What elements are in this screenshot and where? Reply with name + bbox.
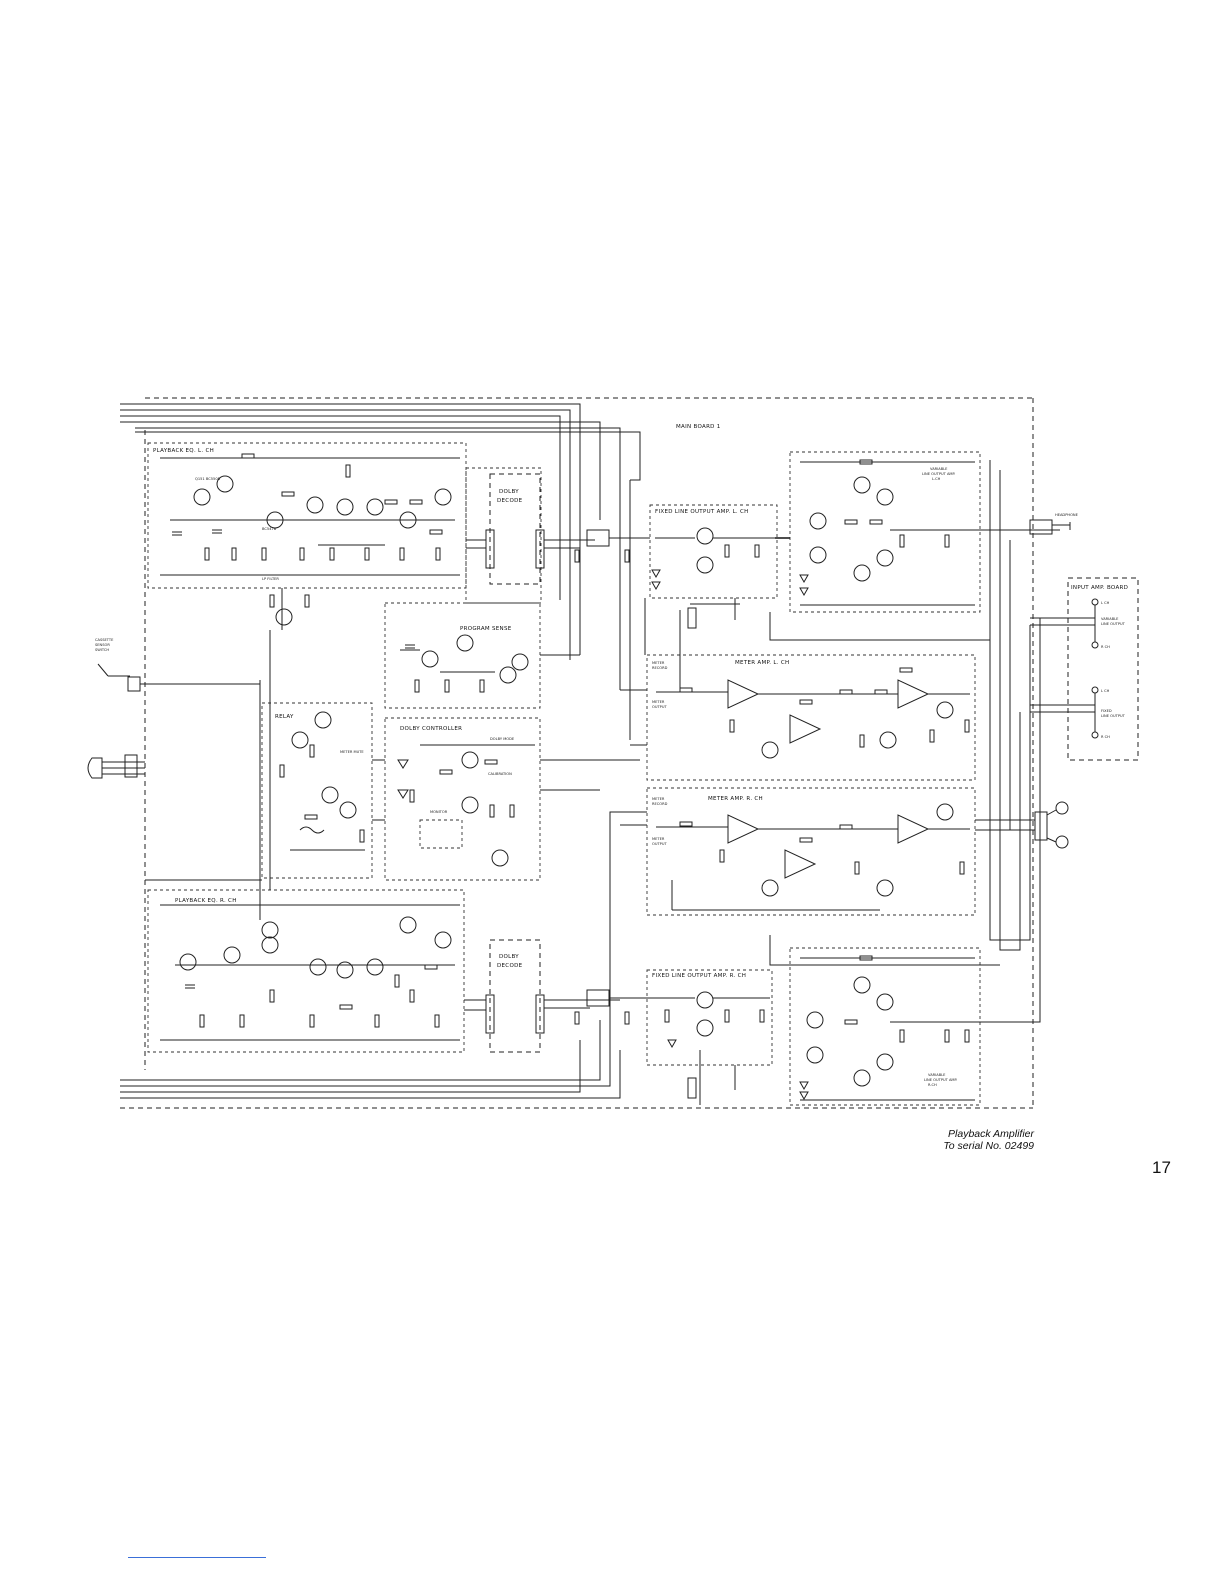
svg-text:DOLBY MODE: DOLBY MODE xyxy=(490,737,515,741)
dolby-decode-top-line1: DOLBY xyxy=(499,489,519,495)
headphone-jack xyxy=(1029,519,1071,535)
input-amp-board-jacks xyxy=(1030,598,1099,739)
playback-eq-l-circuit xyxy=(160,453,460,576)
variable-line-output-l-line1: VARIABLE xyxy=(930,467,948,471)
variable-line-output-l-box xyxy=(789,451,981,613)
playback-eq-r-circuit xyxy=(160,904,460,1041)
svg-text:METER: METER xyxy=(652,837,665,841)
svg-text:CASSETTE: CASSETTE xyxy=(95,638,114,642)
variable-line-output-l-circuit xyxy=(799,459,1060,606)
program-sense-title: PROGRAM SENSE xyxy=(460,626,512,632)
cassette-sensor-switch xyxy=(97,663,260,692)
caption-line-1: Playback Amplifier xyxy=(948,1128,1034,1140)
program-sense-box xyxy=(384,602,541,709)
bottom-bus-lines xyxy=(120,990,621,1099)
svg-text:SENSOR: SENSOR xyxy=(95,643,110,647)
source-switches xyxy=(574,529,650,1025)
svg-text:VARIABLE: VARIABLE xyxy=(1101,617,1119,621)
relay-box xyxy=(261,702,373,879)
svg-text:CALIBRATION: CALIBRATION xyxy=(488,772,512,776)
main-board-frame xyxy=(120,397,1034,1109)
top-bus-lines xyxy=(120,403,641,690)
fixed-line-output-l-title: FIXED LINE OUTPUT AMP. L. CH xyxy=(655,509,749,515)
svg-text:OUTPUT: OUTPUT xyxy=(652,842,667,846)
svg-text:R CH: R CH xyxy=(1101,735,1110,739)
svg-text:Q151 BC550B: Q151 BC550B xyxy=(195,477,221,481)
svg-text:L CH: L CH xyxy=(1101,601,1110,605)
playback-eq-l-box xyxy=(147,442,467,589)
svg-text:HEADPHONE: HEADPHONE xyxy=(1055,513,1079,517)
fixed-line-output-l-box xyxy=(649,504,778,599)
input-amp-board-box xyxy=(1067,577,1139,761)
meter-amp-l-title: METER AMP. L. CH xyxy=(735,660,789,666)
relay-title: RELAY xyxy=(275,714,294,720)
dolby-decode-bottom-pins xyxy=(464,994,620,1034)
fixed-line-output-r-box xyxy=(646,969,773,1066)
variable-line-output-r-line2: LINE OUTPUT AMP. xyxy=(924,1078,958,1082)
input-amp-board-title: INPUT AMP. BOARD xyxy=(1071,585,1128,591)
svg-text:RECORD: RECORD xyxy=(652,802,668,806)
variable-line-output-r-line1: VARIABLE xyxy=(928,1073,946,1077)
relay-circuit xyxy=(279,711,365,851)
meter-amp-r-title: METER AMP. R. CH xyxy=(708,796,763,802)
svg-text:METER MUTE: METER MUTE xyxy=(340,750,364,754)
meter-connector xyxy=(975,801,1069,849)
variable-line-output-r-circuit xyxy=(799,955,980,1101)
meter-amp-l-box xyxy=(646,654,976,781)
dolby-decode-bottom-line2: DECODE xyxy=(497,963,523,969)
svg-text:LINE OUTPUT: LINE OUTPUT xyxy=(1101,714,1126,718)
dolby-controller-title: DOLBY CONTROLLER xyxy=(400,726,462,732)
svg-text:METER: METER xyxy=(652,700,665,704)
page-number: 17 xyxy=(1152,1158,1171,1177)
lp-filter-stage xyxy=(269,588,310,630)
svg-text:L CH: L CH xyxy=(1101,689,1110,693)
dolby-controller-box xyxy=(384,717,541,881)
fixed-line-output-r-circuit xyxy=(650,991,770,1099)
dolby-decode-top-line2: DECODE xyxy=(497,498,523,504)
playback-eq-r-box xyxy=(147,889,465,1053)
svg-text:MONITOR: MONITOR xyxy=(430,810,448,814)
svg-text:BC547B: BC547B xyxy=(262,527,277,531)
svg-text:RECORD: RECORD xyxy=(652,666,668,670)
fixed-line-output-r-title: FIXED LINE OUTPUT AMP. R. CH xyxy=(652,973,746,979)
program-sense-circuit xyxy=(400,634,529,693)
svg-text:LP FILTER: LP FILTER xyxy=(262,577,279,581)
variable-line-output-l-line3: L.CH xyxy=(932,477,941,481)
dolby-decode-bottom-line1: DOLBY xyxy=(499,954,519,960)
svg-text:R CH: R CH xyxy=(1101,645,1110,649)
playback-eq-l-title: PLAYBACK EQ. L. CH xyxy=(153,448,214,454)
svg-text:FIXED: FIXED xyxy=(1101,709,1112,713)
left-connector xyxy=(87,754,145,779)
meter-amp-r-circuit xyxy=(656,803,970,911)
svg-text:SWITCH: SWITCH xyxy=(95,648,109,652)
meter-amp-l-circuit xyxy=(656,667,970,759)
dolby-controller-circuit xyxy=(397,744,535,867)
interconnect-wires xyxy=(145,460,1041,1105)
fixed-line-output-l-circuit xyxy=(651,527,775,629)
svg-text:OUTPUT: OUTPUT xyxy=(652,705,667,709)
caption-line-2: To serial No. 02499 xyxy=(943,1140,1034,1152)
meter-amp-r-box xyxy=(646,787,976,916)
footer-rule xyxy=(128,1557,266,1558)
svg-text:METER: METER xyxy=(652,661,665,665)
dolby-decode-top-box xyxy=(489,473,541,585)
svg-text:LINE OUTPUT: LINE OUTPUT xyxy=(1101,622,1126,626)
playback-eq-r-title: PLAYBACK EQ. R. CH xyxy=(175,898,237,904)
variable-line-output-r-line3: R.CH xyxy=(928,1083,937,1087)
main-board-title: MAIN BOARD 1 xyxy=(676,424,721,430)
variable-line-output-l-line2: LINE OUTPUT AMP. xyxy=(922,472,956,476)
svg-text:METER: METER xyxy=(652,797,665,801)
diagram-caption: Playback Amplifier To serial No. 02499 xyxy=(900,1128,1034,1152)
